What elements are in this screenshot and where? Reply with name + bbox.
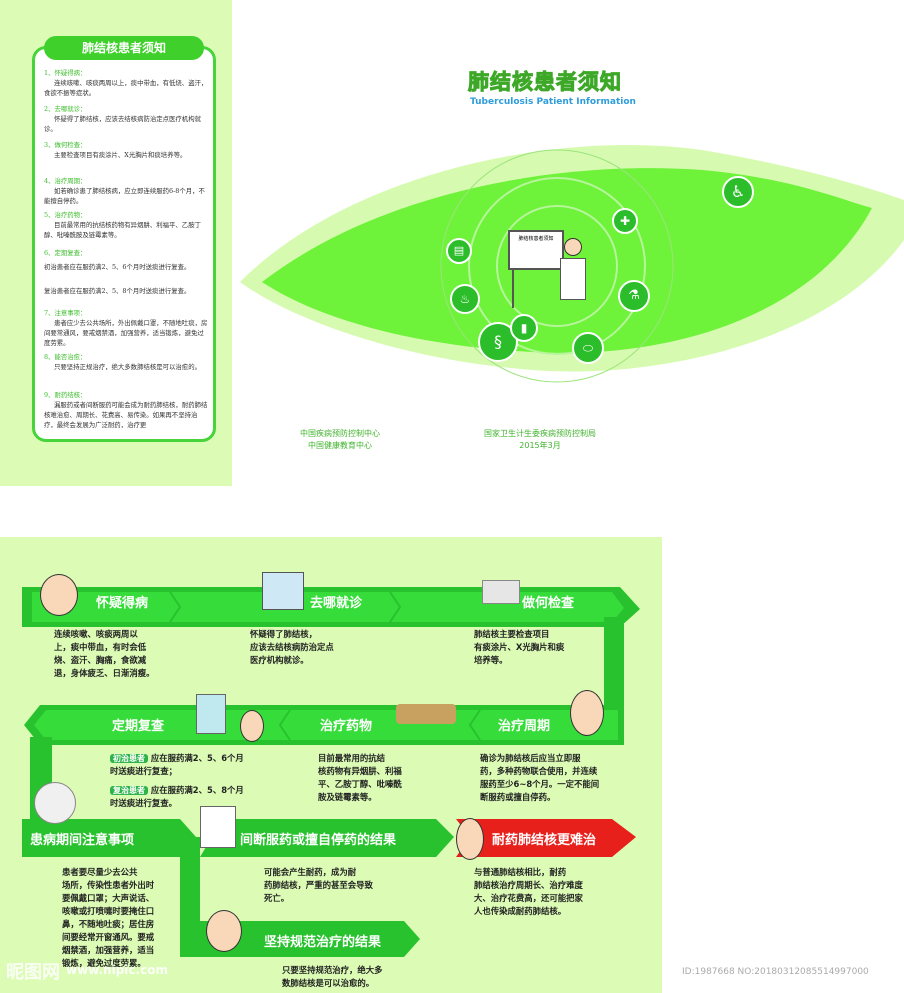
watermark-id: ID:1987668 NO:20180312085514997000 bbox=[682, 967, 869, 977]
x-ray-icon bbox=[482, 580, 520, 604]
notice-section: 5、治疗药物：目前最常用的抗结核药物有异烟肼、利福平、乙胺丁醇、吡嗪酰胺及链霉素… bbox=[44, 211, 201, 239]
hospital-icon bbox=[262, 572, 304, 610]
stop-medication-illustration bbox=[200, 806, 236, 848]
precautions-illustration bbox=[34, 782, 76, 824]
recovered-patient-illustration bbox=[206, 910, 242, 952]
step-title-treatment-cycle: 治疗周期 bbox=[498, 719, 551, 734]
medicine-bottle-icon: ⚗ bbox=[618, 280, 650, 312]
notice-section: 2、去哪就诊：怀疑得了肺结核，应该去结核病防治定点医疗机构就诊。 bbox=[44, 105, 201, 133]
step-text-treatment-cycle: 确诊为肺结核后应当立即服药，多种药物联合使用，并连续服药至少6~8个月。一定不能… bbox=[480, 753, 600, 802]
step-text-resistant-tb: 与普通肺结核相比，耐药肺结核治疗周期长、治疗难度大、治疗花费高，还可能把家人也传… bbox=[474, 867, 583, 916]
step-title-suspect: 怀疑得病 bbox=[96, 596, 149, 611]
notice-card bbox=[32, 46, 216, 442]
step-text-suspect: 连续咳嗽、咳痰两周以上，痰中带血，有时会低烧、盗汗、胸痛，食欲减退，身体疲乏、日… bbox=[54, 629, 155, 678]
notice-section: 7、注意事项：患者应少去公共场所，外出佩戴口罩，不随地吐痰，房间要常通风，要戒烟… bbox=[44, 309, 208, 347]
cover-title: 肺结核患者须知 bbox=[468, 70, 622, 95]
step-title-where-visit: 去哪就诊 bbox=[310, 596, 363, 611]
notice-section: 4、治疗周期：如若确诊患了肺结核病，应立即连续服药6-8个月，不能擅自停药。 bbox=[44, 177, 205, 205]
step-text-where-visit: 怀疑得了肺结核，应该去结核病防治定点医疗机构就诊。 bbox=[250, 629, 334, 665]
watermark-url: www.nipic.com bbox=[66, 963, 168, 977]
notice-section: 初治患者应在服药满2、5、6个月时送痰进行复查。 bbox=[44, 263, 191, 271]
notice-section: 复治患者应在服药满2、5、8个月时送痰进行复查。 bbox=[44, 287, 191, 295]
step-text-examination: 肺结核主要检查项目有痰涂片、X光胸片和痰培养等。 bbox=[474, 629, 565, 665]
step-title-interruption-result: 间断服药或擅自停药的结果 bbox=[240, 833, 397, 848]
notice-section: 9、耐药结核：漏服药或者间断服药可能会成为耐药肺结核，耐药肺结核难治愈、周期长、… bbox=[44, 391, 208, 429]
lungs-icon: ♨ bbox=[450, 284, 480, 314]
pill-icon: ⬭ bbox=[572, 332, 604, 364]
step-text-treatment-drugs: 目前最常用的抗结核药物有异烟肼、利福平、乙胺丁醇、吡嗪酰胺及链霉素等。 bbox=[318, 753, 402, 802]
presentation-board: 肺结核患者须知 bbox=[508, 230, 564, 270]
medicines-illustration bbox=[396, 704, 456, 724]
notice-section: 1、怀疑得病：连续咳嗽、咳痰两周以上，痰中带血，有低烧、盗汗，食欲不振等症状。 bbox=[44, 69, 208, 97]
step-title-resistant-tb: 耐药肺结核更难治 bbox=[492, 833, 597, 848]
step-title-adherence-result: 坚持规范治疗的结果 bbox=[264, 935, 382, 950]
running-patient-illustration bbox=[240, 710, 264, 742]
step-title-examination: 做何检查 bbox=[522, 596, 575, 611]
organization-left: 中国疾病预防控制中心中国健康教育中心 bbox=[300, 429, 380, 450]
board-leg bbox=[512, 268, 514, 308]
cover-subtitle: Tuberculosis Patient Information bbox=[470, 97, 636, 107]
document-icon: ▤ bbox=[446, 238, 472, 264]
notice-section: 3、做何检查：主要检查项目有痰涂片、X光胸片和痰培养等。 bbox=[44, 141, 187, 159]
wheelchair-icon: ♿ bbox=[722, 176, 754, 208]
step-text-interruption-result: 可能会产生耐药，成为耐药肺结核，严重的甚至会导致死亡。 bbox=[264, 867, 373, 903]
notice-title: 肺结核患者须知 bbox=[44, 36, 204, 60]
locker-icon bbox=[196, 694, 226, 734]
resistant-patient-illustration bbox=[456, 818, 484, 860]
patient-illustration bbox=[570, 690, 604, 736]
doctor-illustration bbox=[558, 238, 586, 304]
step-text-follow-up: 初治患者 应在服药满2、5、6个月 时送痰进行复查； 复治患者 应在服药满2、5… bbox=[110, 753, 244, 808]
dna-icon: § bbox=[478, 322, 518, 362]
step-title-treatment-drugs: 治疗药物 bbox=[320, 719, 373, 734]
retreatment-patient-tag: 复治患者 bbox=[110, 786, 148, 795]
medicine-bottle-icon: ▮ bbox=[510, 314, 538, 342]
coughing-patient-illustration bbox=[40, 574, 78, 616]
notice-section: 8、能否治愈：只要坚持正规治疗，绝大多数肺结核是可以治愈的。 bbox=[44, 353, 201, 371]
step-text-adherence-result: 只要坚持规范治疗，绝大多数肺结核是可以治愈的。 bbox=[282, 965, 383, 988]
first-aid-kit-icon: ✚ bbox=[612, 208, 638, 234]
notice-section: 6、定期复查： bbox=[44, 249, 87, 257]
initial-patient-tag: 初治患者 bbox=[110, 754, 148, 763]
step-title-precautions: 患病期间注意事项 bbox=[30, 833, 135, 848]
step-text-precautions: 患者要尽量少去公共场所，传染性患者外出时要佩戴口罩；大声说话、咳嗽或打喷嚏时要掩… bbox=[62, 867, 155, 968]
watermark-logo: 昵图网 bbox=[6, 962, 60, 983]
step-title-follow-up: 定期复查 bbox=[112, 719, 165, 734]
